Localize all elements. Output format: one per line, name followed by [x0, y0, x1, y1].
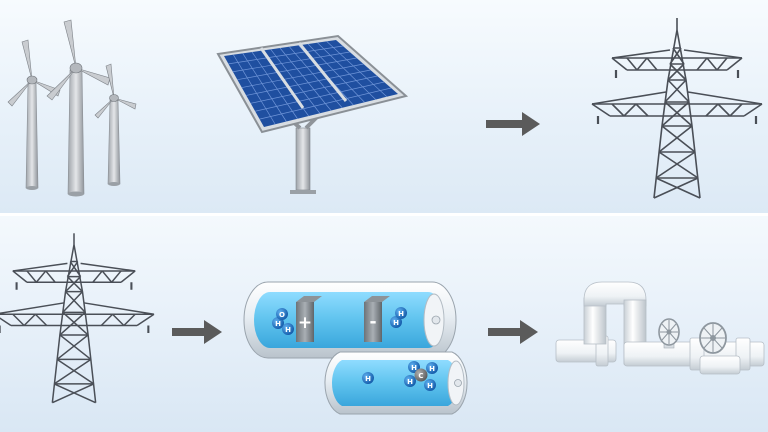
svg-text:H: H: [275, 320, 281, 328]
svg-text:H: H: [285, 326, 291, 334]
solar-cell-line: [307, 43, 365, 103]
solar-cell-line: [242, 53, 287, 122]
valve-wheel-icon: [699, 322, 727, 354]
panel-divider: [0, 213, 768, 216]
svg-text:H: H: [393, 319, 399, 327]
solar-cell-line: [270, 49, 321, 114]
svg-text:H: H: [365, 375, 371, 383]
right-arrow-icon: [486, 112, 540, 136]
gas-pipeline-icon: [555, 281, 765, 375]
methanation-tank-icon: H H H H H C: [324, 351, 468, 415]
minus-sign: -: [369, 312, 376, 332]
plus-sign: +: [298, 313, 312, 333]
svg-text:H: H: [398, 310, 404, 318]
solar-cell-line: [326, 41, 388, 98]
electrolysis-tank-icon: + - H H O H H: [243, 281, 457, 359]
svg-text:H: H: [407, 378, 413, 386]
methane-molecule-icon: H H H H C: [404, 361, 438, 391]
svg-text:H: H: [429, 365, 435, 373]
solar-cell-line: [289, 46, 343, 108]
svg-text:C: C: [418, 372, 423, 380]
solar-cell-line: [317, 42, 376, 100]
power-pylon-icon: [590, 16, 764, 200]
svg-text:H: H: [427, 382, 433, 390]
svg-text:H: H: [411, 364, 417, 372]
hydrogen-atom-icon: H: [362, 372, 374, 384]
right-arrow-icon: [488, 320, 538, 344]
solar-cell-line: [233, 54, 276, 125]
power-pylon-icon: [0, 232, 156, 404]
solar-cell-line: [279, 47, 332, 111]
solar-panel-icon: [216, 34, 409, 194]
solar-cell-line: [251, 51, 298, 119]
hydrogen-molecule-icon: H H: [390, 307, 407, 328]
valve-wheel-icon: [658, 318, 680, 349]
wind-turbine-icon: [7, 19, 137, 197]
svg-text:O: O: [279, 311, 285, 319]
right-arrow-icon: [172, 320, 222, 344]
water-molecule-icon: H H O: [272, 308, 294, 335]
